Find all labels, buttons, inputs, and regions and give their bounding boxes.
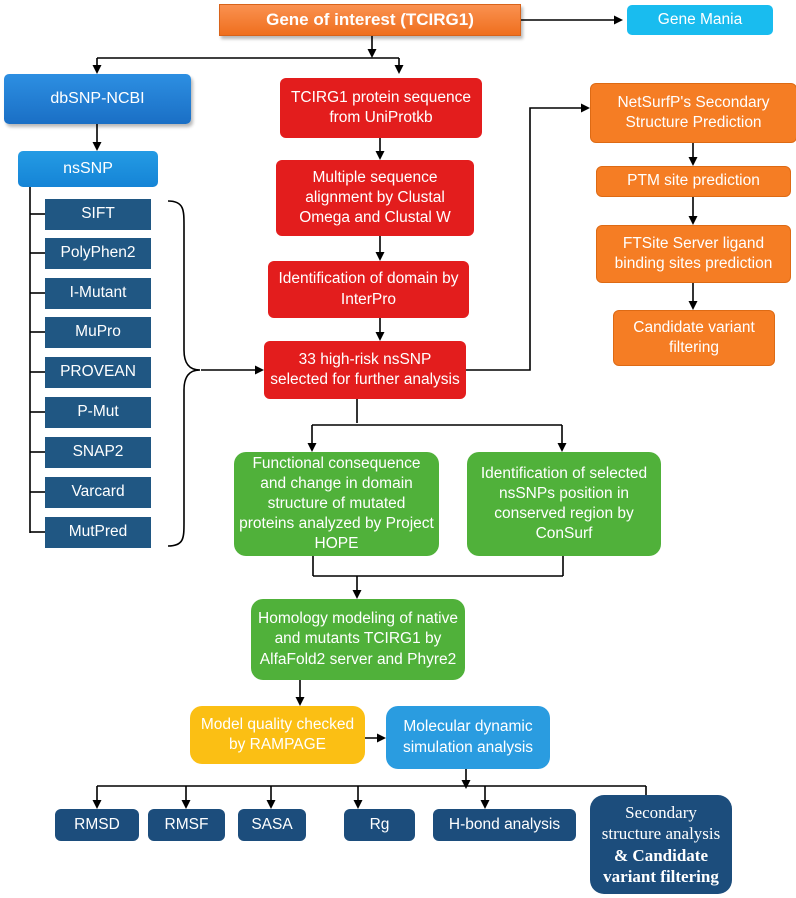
gene-of-interest-label: Gene of interest (TCIRG1) xyxy=(266,9,474,29)
secondary-structure-box: Secondary structure analysis & Candidate… xyxy=(590,795,732,894)
dbsnp-box: dbSNP-NCBI xyxy=(4,74,191,124)
ptm-box: PTM site prediction xyxy=(596,166,791,197)
dbsnp-label: dbSNP-NCBI xyxy=(50,89,145,107)
homology-modeling-label: Homology modeling of native and mutants … xyxy=(258,610,458,668)
protein-sequence-box: TCIRG1 protein sequence from UniProtkb xyxy=(280,78,482,138)
ftsite-label: FTSite Server ligand binding sites predi… xyxy=(614,234,773,272)
msa-box: Multiple sequence alignment by Clustal O… xyxy=(276,160,474,236)
secondary-structure-label: Secondary structure analysis xyxy=(601,803,721,844)
netsurfp-box: NetSurfP's Secondary Structure Predictio… xyxy=(590,83,796,143)
secondary-bold-label: Candidate variant filtering xyxy=(603,845,719,886)
tool-mupro: MuPro xyxy=(45,317,151,348)
functional-consequence-label: Functional consequence and change in dom… xyxy=(239,454,434,553)
tool-label: Varcard xyxy=(71,483,125,501)
analysis-hbond: H-bond analysis xyxy=(433,809,576,841)
nssnp-label: nsSNP xyxy=(63,159,113,177)
analysis-label: Rg xyxy=(369,815,390,833)
secondary-amp: & xyxy=(614,845,629,865)
gene-mania-label: Gene Mania xyxy=(657,10,743,28)
gene-mania-box: Gene Mania xyxy=(627,5,773,35)
analysis-rg: Rg xyxy=(344,809,415,841)
analysis-label: RMSF xyxy=(164,815,209,833)
homology-modeling-box: Homology modeling of native and mutants … xyxy=(251,599,465,680)
analysis-label: H-bond analysis xyxy=(448,815,561,833)
tool-p-mut: P-Mut xyxy=(45,397,151,428)
functional-consequence-box: Functional consequence and change in dom… xyxy=(234,452,439,556)
gene-of-interest-box: Gene of interest (TCIRG1) xyxy=(219,4,521,36)
tool-i-mutant: I-Mutant xyxy=(45,278,151,309)
md-simulation-label: Molecular dynamic simulation analysis xyxy=(402,718,534,756)
ptm-label: PTM site prediction xyxy=(627,172,760,190)
domain-identification-box: Identification of domain by InterPro xyxy=(268,261,469,318)
tool-label: MuPro xyxy=(75,323,121,341)
nssnp-box: nsSNP xyxy=(18,151,158,187)
tool-label: PROVEAN xyxy=(60,363,136,381)
tool-label: SIFT xyxy=(81,205,115,223)
candidate-filter-box: Candidate variant filtering xyxy=(613,310,775,366)
tool-label: PolyPhen2 xyxy=(60,244,136,262)
netsurfp-label: NetSurfP's Secondary Structure Predictio… xyxy=(617,93,770,131)
model-quality-label: Model quality checked by RAMPAGE xyxy=(200,715,355,753)
tool-snap2: SNAP2 xyxy=(45,437,151,468)
domain-identification-label: Identification of domain by InterPro xyxy=(278,270,459,308)
tool-label: I-Mutant xyxy=(69,284,127,302)
tool-sift: SIFT xyxy=(45,199,151,230)
consurf-label: Identification of selected nsSNPs positi… xyxy=(480,464,648,543)
tool-mutpred: MutPred xyxy=(45,517,151,548)
tool-label: MutPred xyxy=(68,523,128,541)
model-quality-box: Model quality checked by RAMPAGE xyxy=(190,706,365,764)
md-simulation-box: Molecular dynamic simulation analysis xyxy=(386,706,550,769)
candidate-filter-label: Candidate variant filtering xyxy=(633,318,755,356)
analysis-label: SASA xyxy=(251,815,293,833)
tool-polyphen2: PolyPhen2 xyxy=(45,238,151,269)
tool-provean: PROVEAN xyxy=(45,357,151,388)
msa-label: Multiple sequence alignment by Clustal O… xyxy=(299,168,451,227)
high-risk-nssnp-label: 33 high-risk nsSNP selected for further … xyxy=(270,350,460,388)
consurf-box: Identification of selected nsSNPs positi… xyxy=(467,452,661,556)
analysis-rmsd: RMSD xyxy=(55,809,139,841)
secondary-structure-bold: & Candidate variant filtering xyxy=(594,845,728,888)
protein-sequence-label: TCIRG1 protein sequence from UniProtkb xyxy=(290,88,472,126)
analysis-label: RMSD xyxy=(74,815,120,833)
tool-label: SNAP2 xyxy=(72,443,124,461)
high-risk-nssnp-box: 33 high-risk nsSNP selected for further … xyxy=(264,341,466,399)
analysis-sasa: SASA xyxy=(238,809,306,841)
ftsite-box: FTSite Server ligand binding sites predi… xyxy=(596,225,791,283)
tool-label: P-Mut xyxy=(77,403,119,421)
tool-varcard: Varcard xyxy=(45,477,151,508)
analysis-rmsf: RMSF xyxy=(148,809,225,841)
